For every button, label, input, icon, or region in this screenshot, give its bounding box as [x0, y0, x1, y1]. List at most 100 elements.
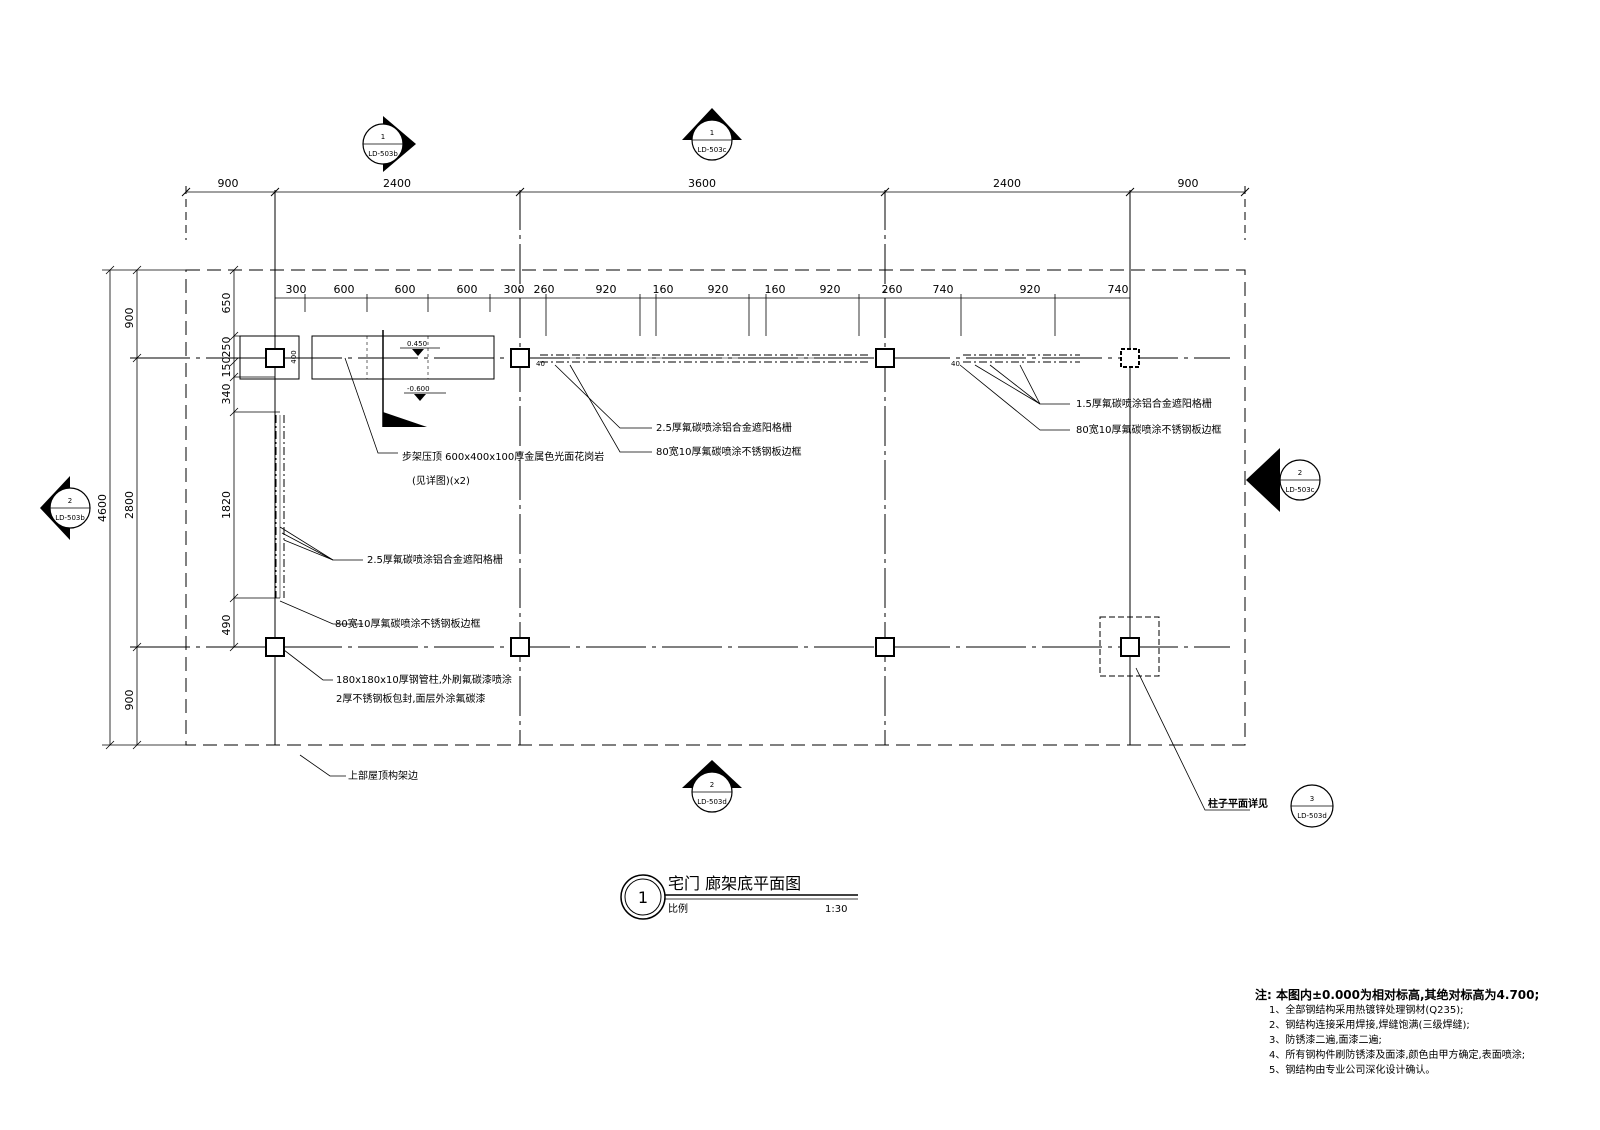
sub-dim-5: 300: [504, 283, 525, 296]
general-note-item: 4、所有钢构件刷防锈漆及面漆,颜色由甲方确定,表面喷涂;: [1269, 1050, 1526, 1061]
grid-lines: [130, 190, 1230, 745]
annotation-plinth-b: (见详图)(x2): [412, 474, 470, 487]
sub-dim-4: 600: [457, 283, 478, 296]
detail-marker-column: 3 LD-503d: [1290, 784, 1334, 828]
leader-40b: 40: [951, 360, 960, 368]
left-mid-dim-3: 900: [123, 690, 136, 711]
sub-dim-11: 920: [820, 283, 841, 296]
section-top-mid-num: 1: [710, 129, 714, 137]
section-left-ref: LD-503b: [55, 514, 85, 522]
sub-dim-12: 260: [882, 283, 903, 296]
sub-dim-3: 600: [395, 283, 416, 296]
column-b3: [875, 637, 895, 657]
column-b4: [1120, 637, 1140, 657]
level-upper-text: 0.450: [407, 340, 427, 348]
sub-dim-2: 600: [334, 283, 355, 296]
stone-plinth: [239, 335, 495, 380]
annotation-column-detail: 柱子平面详见: [1208, 797, 1268, 810]
title-sub-left: 比例: [668, 902, 688, 915]
general-note-item: 2、钢结构连接采用焊接,焊缝饱满(三级焊缝);: [1269, 1020, 1470, 1031]
sub-dim-8: 160: [653, 283, 674, 296]
section-bottom-ref: LD-503d: [697, 798, 727, 806]
left-inner-dim-6: 490: [220, 615, 233, 636]
sub-dim-10: 160: [765, 283, 786, 296]
louver-strip-top-mid: [540, 354, 870, 363]
annotation-louver-a1: 2.5厚氟碳喷涂铝合金遮阳格栅: [656, 421, 792, 434]
left-inner-dim-4: 340: [220, 384, 233, 405]
column-b1: [265, 637, 285, 657]
annotation-column-2: 2厚不锈钢板包封,面层外涂氟碳漆: [336, 692, 486, 705]
left-dimension-chains: [102, 265, 295, 750]
section-top-mid-ref: LD-503c: [697, 146, 726, 154]
louver-strip-left: [275, 415, 285, 598]
general-notes-head: 注: 本图内±0.000为相对标高,其绝对标高为4.700;: [1255, 988, 1540, 1002]
roof-outline: [185, 269, 1246, 746]
sub-dim-14: 920: [1020, 283, 1041, 296]
left-inner-dim-5: 1820: [220, 491, 233, 519]
top-dim-4: 2400: [993, 177, 1021, 190]
left-inner-dim-3: 150: [220, 357, 233, 378]
sub-dim-15: 740: [1108, 283, 1129, 296]
level-marker-upper: 0.450: [400, 340, 440, 356]
sub-dim-9: 920: [708, 283, 729, 296]
left-mid-dim-2: 2800: [123, 491, 136, 519]
section-marker-top-mid: 1 LD-503c: [682, 108, 742, 161]
annotation-plinth-a: 步架压顶 600x400x100厚金属色光面花岗岩: [402, 450, 604, 463]
leader-40a: 40: [536, 360, 545, 368]
top-dim-3: 3600: [688, 177, 716, 190]
title-main: 宅门 廊架底平面图: [668, 874, 801, 893]
column-a1: [265, 348, 285, 368]
top-dim-1: 900: [218, 177, 239, 190]
top-dim-5: 900: [1178, 177, 1199, 190]
section-top-left-num: 1: [381, 133, 385, 141]
detail-marker-num: 3: [1310, 795, 1314, 803]
top-dim-2: 2400: [383, 177, 411, 190]
columns: [265, 348, 1140, 657]
section-marker-right: 2 LD-503c: [1246, 448, 1321, 512]
annotation-louver-b1: 1.5厚氟碳喷涂铝合金遮阳格栅: [1076, 397, 1212, 410]
leaders: [279, 357, 1250, 811]
section-bottom-num: 2: [710, 781, 714, 789]
drawing-title: 1 宅门 廊架底平面图 比例 1:30: [620, 874, 858, 920]
column-detail-outline: [1099, 616, 1160, 677]
title-number: 1: [638, 888, 648, 907]
general-note-item: 3、防锈漆二遍,面漆二遍;: [1269, 1035, 1382, 1046]
section-left-num: 2: [68, 497, 72, 505]
left-inner-dim-2: 250: [220, 337, 233, 358]
column-a2: [510, 348, 530, 368]
detail-marker-ref: LD-503d: [1297, 812, 1327, 820]
title-scale: 1:30: [825, 904, 847, 915]
column-a3: [875, 348, 895, 368]
top-dimension-chain: 900 2400 3600 2400 900: [181, 177, 1250, 240]
annotation-roof-edge: 上部屋顶构架边: [348, 769, 418, 782]
left-outer-dim: 4600: [96, 494, 109, 522]
annotation-louver-a2: 80宽10厚氟碳喷涂不锈钢板边框: [656, 445, 801, 458]
annotation-column-1: 180x180x10厚钢管柱,外刷氟碳漆喷涂: [336, 673, 512, 686]
column-a4: [1120, 348, 1140, 368]
column-b2: [510, 637, 530, 657]
sub-dim-1: 300: [286, 283, 307, 296]
left-mid-dim-1: 900: [123, 308, 136, 329]
section-top-left-ref: LD-503b: [368, 150, 398, 158]
general-note-item: 5、钢结构由专业公司深化设计确认。: [1269, 1065, 1436, 1076]
left-inner-dim-1: 650: [220, 293, 233, 314]
sub-dimension-chain: 300 600 600 600 300 260 920 160 920 160 …: [275, 283, 1130, 336]
wall-dim-400: 400: [290, 350, 298, 363]
annotation-louver-c2: 80宽10厚氟碳喷涂不锈钢板边框: [335, 617, 480, 630]
section-cut-corner: [382, 330, 427, 427]
section-marker-top-left: 1 LD-503b: [362, 116, 416, 172]
sub-dim-6: 260: [534, 283, 555, 296]
sub-dim-13: 740: [933, 283, 954, 296]
sub-dim-7: 920: [596, 283, 617, 296]
section-marker-left: 2 LD-503b: [40, 476, 91, 540]
level-marker-lower: -0.600: [404, 385, 446, 401]
annotation-louver-c1: 2.5厚氟碳喷涂铝合金遮阳格栅: [367, 553, 503, 566]
section-right-ref: LD-503c: [1285, 486, 1314, 494]
section-right-num: 2: [1298, 469, 1302, 477]
general-note-item: 1、全部钢结构采用热镀锌处理钢材(Q235);: [1269, 1005, 1464, 1016]
louver-strip-top-right: [963, 354, 1080, 363]
section-marker-bottom: 2 LD-503d: [682, 760, 742, 813]
general-notes: 注: 本图内±0.000为相对标高,其绝对标高为4.700; 1、全部钢结构采用…: [1255, 988, 1585, 1078]
annotation-louver-b2: 80宽10厚氟碳喷涂不锈钢板边框: [1076, 423, 1221, 436]
